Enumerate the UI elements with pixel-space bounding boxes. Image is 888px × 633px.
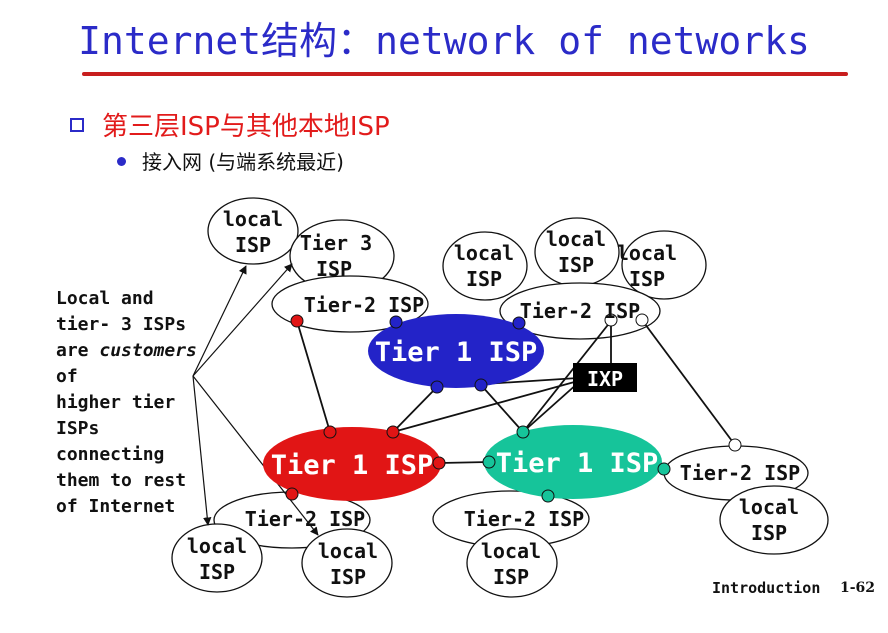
local-isp-bottom-left-bubble	[171, 523, 263, 593]
router-dot	[728, 438, 742, 452]
router-dot	[604, 313, 618, 327]
caption-line: ISPs	[56, 418, 100, 439]
local-label: local	[318, 539, 378, 563]
router-dot	[516, 425, 530, 439]
isp-label: ISP	[493, 565, 529, 589]
router-dot	[290, 314, 304, 328]
local-label: local	[187, 534, 247, 558]
local-label: local	[739, 495, 799, 519]
customers-caption: Local and tier- 3 ISPs are customers of …	[56, 286, 216, 520]
isp-label: ISP	[235, 233, 271, 257]
router-dot	[389, 315, 403, 329]
isp-label: ISP	[751, 521, 787, 545]
footer-page-number: 1-62	[840, 580, 876, 596]
local-isp-bottom-right-bubble	[466, 528, 558, 598]
router-dot	[432, 456, 446, 470]
caption-emphasis: customers	[99, 340, 197, 361]
router-dot	[541, 489, 555, 503]
link-t2tl-red	[296, 320, 331, 433]
tier1-green-bubble	[484, 425, 662, 499]
link-red-green	[439, 461, 490, 464]
link-t2tr-green	[522, 320, 612, 433]
ixp-box	[573, 363, 637, 392]
caption-line: of Internet	[56, 496, 176, 517]
tier2-label: Tier-2 ISP	[464, 507, 584, 531]
local-label: local	[223, 207, 283, 231]
bullet-tier3-local: 第三层ISP与其他本地ISP	[102, 112, 390, 142]
tier1-blue-bubble	[368, 314, 544, 388]
title-underline	[82, 72, 848, 76]
local-label: local	[617, 241, 677, 265]
arrow-to-local-bottom	[192, 375, 212, 526]
square-bullet-icon	[70, 118, 84, 132]
caption-line: tier- 3 ISPs	[56, 314, 187, 335]
ixp-label: IXP	[587, 367, 623, 391]
local-isp-top-a-bubble	[442, 231, 528, 301]
tier2-label: Tier-2 ISP	[680, 461, 800, 485]
local-label: local	[454, 241, 514, 265]
router-dot	[657, 462, 671, 476]
tier1-label: Tier 1 ISP	[271, 450, 434, 481]
tier1-label: Tier 1 ISP	[375, 337, 538, 368]
router-dot	[512, 316, 526, 330]
isp-label: ISP	[466, 267, 502, 291]
local-isp-right-bubble	[719, 485, 829, 555]
local-label: local	[546, 227, 606, 251]
local-isp-bottom-mid-bubble	[301, 528, 393, 598]
footer-section: Introduction	[712, 579, 821, 597]
tier2-label: Tier-2 ISP	[520, 299, 640, 323]
router-dot	[482, 455, 496, 469]
tier2-label: Tier-2 ISP	[245, 507, 365, 531]
tier2-top-right-bubble	[499, 282, 661, 340]
arrow-to-local-top	[192, 265, 247, 377]
bullet-access-network: 接入网 (与端系统最近)	[142, 150, 344, 174]
isp-label: ISP	[330, 565, 366, 589]
router-dot	[285, 487, 299, 501]
isp-label: ISP	[629, 267, 665, 291]
caption-line: them to rest	[56, 470, 187, 491]
slide-title: Internet结构：network of networks	[78, 19, 810, 63]
caption-line: are customers	[56, 338, 216, 364]
arrow-to-tier3	[192, 263, 293, 377]
router-dot	[323, 425, 337, 439]
caption-line: higher tier	[56, 392, 176, 413]
tier1-label: Tier 1 ISP	[496, 448, 659, 479]
link-blue-green	[480, 384, 524, 433]
round-bullet-icon	[117, 157, 126, 166]
router-dot	[635, 313, 649, 327]
link-blue-red	[392, 386, 438, 433]
caption-line: Local and	[56, 288, 154, 309]
router-dot	[474, 378, 488, 392]
tier2-label: Tier-2 ISP	[304, 293, 424, 317]
local-isp-top-left-bubble	[207, 197, 299, 265]
link-ixp-red	[392, 380, 579, 433]
tier2-top-left-bubble	[271, 275, 429, 333]
tier3-label: Tier 3	[300, 231, 372, 255]
local-label: local	[481, 539, 541, 563]
tier1-red-bubble	[263, 427, 441, 501]
isp-label: ISP	[558, 253, 594, 277]
link-ixp-green	[522, 382, 579, 433]
arrow-to-local-bottom-mid	[192, 375, 319, 536]
router-dot	[430, 380, 444, 394]
local-isp-top-c-bubble	[621, 230, 707, 300]
isp-label: ISP	[199, 560, 235, 584]
router-dot	[386, 425, 400, 439]
tier3-isp-label: ISP	[316, 257, 352, 281]
caption-text: are	[56, 340, 100, 361]
caption-line: connecting	[56, 444, 165, 465]
link-t2tr-t2right	[641, 319, 736, 446]
caption-line: of	[56, 366, 78, 387]
